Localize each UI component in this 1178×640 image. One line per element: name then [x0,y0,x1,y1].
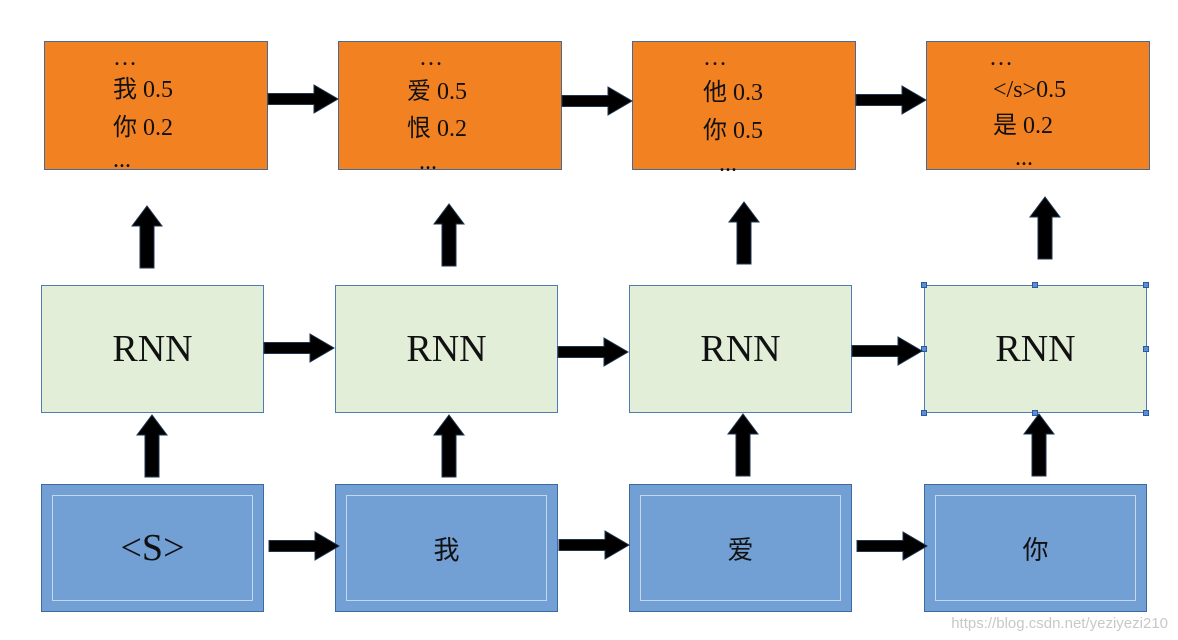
arrow-right [557,337,629,367]
output-line: 你 0.2 [113,115,173,141]
input-token-label: 你 [1022,535,1049,566]
rnn-cell-1: RNN [41,285,264,413]
rnn-cell-2: RNN [335,285,558,413]
output-line: … [703,45,727,71]
selection-handle[interactable] [1143,346,1149,352]
rnn-label: RNN [700,328,781,370]
selection-handle[interactable] [1143,410,1149,416]
arrow-up [727,413,759,477]
arrow-up [1029,196,1061,260]
arrow-right [267,84,339,114]
arrow-up [433,414,465,478]
output-box-3: … 他 0.3 你 0.5 ... [632,41,856,176]
output-line: ... [113,147,131,173]
arrow-right [561,86,633,116]
output-line: 我 0.5 [113,77,173,103]
output-line: 爱 0.5 [407,79,467,105]
rnn-cell-3: RNN [629,285,852,413]
output-line: ... [419,149,437,175]
output-box-2: … 爱 0.5 恨 0.2 ... [338,41,562,174]
arrow-up [131,205,163,269]
rnn-label: RNN [995,328,1076,370]
rnn-cell-4[interactable]: RNN [924,285,1147,413]
output-line: </s>0.5 [993,77,1067,103]
output-line: ... [719,151,737,177]
arrow-up [1023,413,1055,477]
input-token-1: <S> [41,484,264,612]
output-line: 他 0.3 [703,80,763,106]
input-token-3: 爱 [629,484,852,612]
arrow-right [856,531,928,561]
selection-handle[interactable] [921,282,927,288]
arrow-right [855,85,927,115]
selection-handle[interactable] [1032,282,1038,288]
arrow-up [136,414,168,478]
arrow-right [558,530,630,560]
output-line: … [113,45,137,71]
arrow-right [268,531,340,561]
output-box-1: … 我 0.5 你 0.2 ... [44,41,268,173]
arrow-up [433,203,465,267]
watermark: https://blog.csdn.net/yeziyezi210 [951,615,1168,632]
output-line: … [419,45,443,71]
output-line: 你 0.5 [703,118,763,144]
output-line: 恨 0.2 [407,116,467,142]
output-box-4: … </s>0.5 是 0.2 ... [926,41,1150,170]
input-token-label: 爱 [727,535,754,566]
output-line: … [989,45,1013,71]
rnn-label: RNN [112,328,193,370]
output-line: ... [1015,145,1033,171]
selection-handle[interactable] [1032,410,1038,416]
selection-handle[interactable] [1143,282,1149,288]
input-token-label: 我 [433,535,460,566]
output-line: 是 0.2 [993,113,1053,139]
input-token-2: 我 [335,484,558,612]
arrow-right [851,336,923,366]
arrow-right [263,333,335,363]
rnn-label: RNN [406,328,487,370]
input-token-label: <S> [120,527,185,569]
selection-handle[interactable] [921,410,927,416]
arrow-up [728,201,760,265]
selection-handle[interactable] [921,346,927,352]
